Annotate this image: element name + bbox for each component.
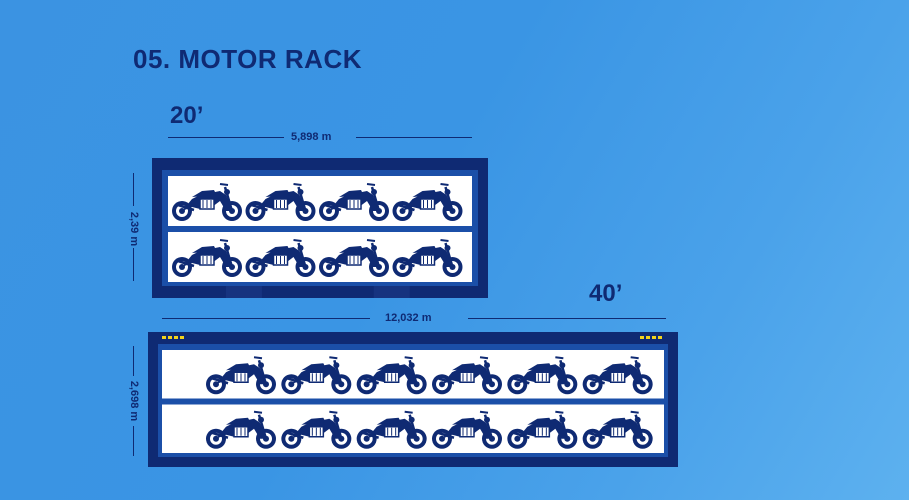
warning-light — [180, 336, 184, 339]
motorcycle-icon — [172, 183, 242, 221]
page-title: 05. MOTOR RACK — [133, 44, 362, 74]
motorcycle-icon — [582, 356, 653, 395]
length-line-right-40 — [468, 318, 666, 319]
motorcycle-icon — [206, 356, 276, 395]
warning-light — [652, 336, 656, 339]
height-line-top-40 — [133, 346, 134, 376]
corner-post-right — [478, 158, 488, 298]
bottom-rail — [148, 457, 678, 467]
motorcycle-icon — [356, 356, 427, 395]
length-dimension-40: 12,032 m — [385, 312, 432, 324]
warning-light — [162, 336, 166, 339]
corner-post-right — [668, 332, 678, 467]
motorcycle-icon — [432, 356, 502, 395]
bottom-rail — [152, 286, 488, 298]
container-20 — [152, 158, 488, 298]
motorcycle-icon — [281, 410, 352, 449]
motorcycle-icon — [582, 410, 653, 449]
height-line-top-20 — [133, 173, 134, 206]
length-dimension-20: 5,898 m — [291, 131, 332, 143]
warning-light — [174, 336, 178, 339]
fork-pocket — [225, 286, 262, 298]
warning-light — [640, 336, 644, 339]
motorcycle-icon — [392, 239, 463, 277]
motorcycle-icon — [356, 410, 427, 449]
motorcycle-icon — [281, 356, 352, 395]
corner-post-left — [152, 158, 162, 298]
length-line-left-20 — [168, 137, 284, 138]
motorcycle-icon — [245, 183, 316, 221]
height-line-bottom-40 — [133, 426, 134, 456]
motorcycle-icon — [245, 239, 316, 277]
fork-pocket — [373, 286, 410, 298]
motorcycle-icon — [432, 410, 502, 449]
corner-post-left — [148, 332, 158, 467]
motorcycle-icon — [206, 410, 276, 449]
height-dimension-40: 2,698 m — [128, 380, 140, 422]
height-line-bottom-20 — [133, 248, 134, 281]
height-dimension-20: 2,39 m — [128, 211, 140, 247]
length-line-right-20 — [356, 137, 472, 138]
motorcycle-icon — [319, 239, 389, 277]
motorcycle-icon — [392, 183, 463, 221]
container-40-label: 40’ — [589, 280, 623, 307]
motorcycle-icon — [172, 239, 242, 277]
container-20-label: 20’ — [170, 102, 204, 129]
motorcycle-icon — [507, 356, 578, 395]
warning-light — [168, 336, 172, 339]
container-40 — [148, 332, 678, 467]
warning-light — [646, 336, 650, 339]
motorcycle-icon — [507, 410, 578, 449]
warning-light — [658, 336, 662, 339]
motorcycle-icon — [319, 183, 389, 221]
top-rail — [148, 332, 678, 344]
length-line-left-40 — [162, 318, 370, 319]
top-rail — [152, 158, 488, 170]
